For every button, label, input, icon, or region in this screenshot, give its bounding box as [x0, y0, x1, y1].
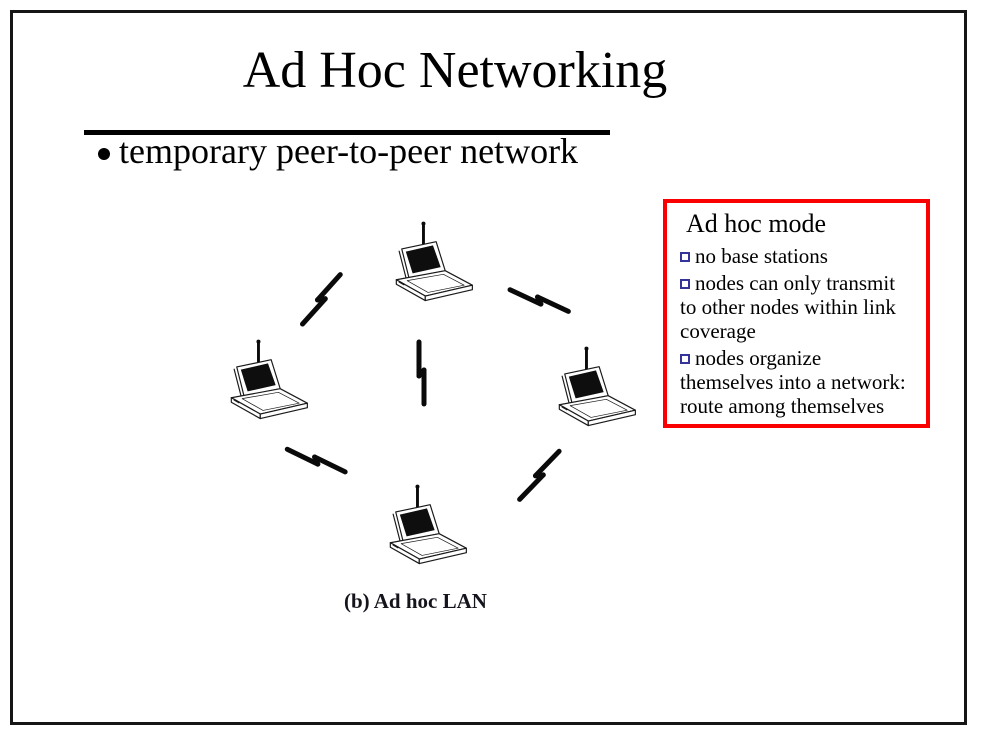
slide-title: Ad Hoc Networking — [242, 42, 668, 99]
callout-item: nodes can only transmit to other nodes w… — [680, 271, 914, 343]
square-bullet-icon — [680, 354, 690, 365]
square-bullet-icon — [680, 278, 690, 289]
figure-caption: (b) Ad hoc LAN — [344, 589, 487, 613]
laptop-icon — [230, 338, 309, 420]
callout-title: Ad hoc mode — [686, 209, 827, 238]
bullet-text: temporary peer-to-peer network — [119, 131, 579, 171]
square-bullet-icon — [680, 251, 690, 262]
callout-item: nodes organize themselves into a network… — [680, 346, 914, 418]
laptop-icon — [558, 345, 637, 427]
laptop-icon — [389, 483, 468, 565]
bullet-dot-icon — [98, 148, 110, 160]
callout-item: no base stations — [680, 244, 914, 268]
laptop-icon — [395, 220, 474, 302]
title-underline — [84, 130, 610, 135]
wireless-link-icon — [411, 339, 431, 407]
callout-item-text: nodes organize themselves into a network… — [680, 346, 906, 419]
callout-item-text: no base stations — [695, 243, 828, 268]
adhoc-mode-callout: Ad hoc mode no base stations nodes can o… — [663, 199, 930, 428]
callout-item-text: nodes can only transmit to other nodes w… — [680, 270, 896, 344]
